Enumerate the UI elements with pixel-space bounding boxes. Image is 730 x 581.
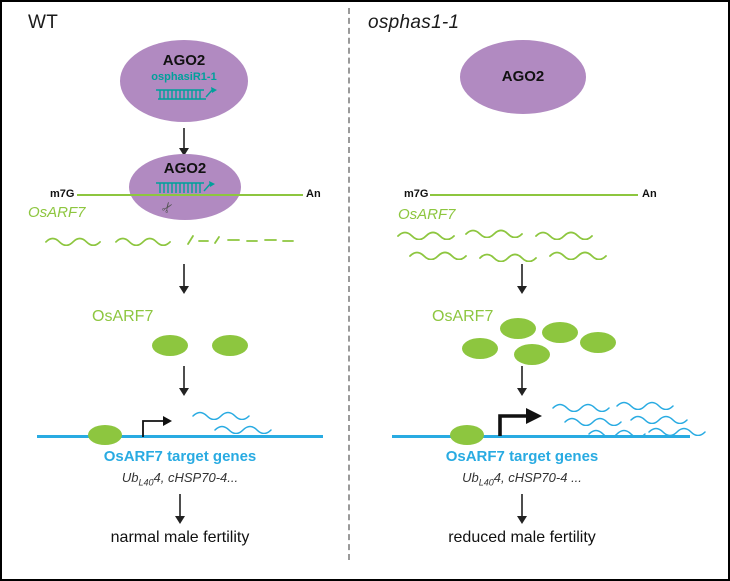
strong-transcription-arrow-icon (498, 408, 542, 436)
osarf7-protein-label: OsARF7 (432, 308, 494, 325)
osarf7-protein-blob (500, 318, 536, 339)
down-arrow-icon (517, 264, 527, 294)
osarf7-protein-label: OsARF7 (92, 308, 154, 325)
ago2-mrna-complex (129, 154, 241, 220)
osarf7-gene-label: OsARF7 (28, 204, 86, 221)
transcript-wave-icon (214, 425, 272, 434)
ago2-sirna-complex (120, 40, 248, 122)
osarf7-protein-blob (462, 338, 498, 359)
ago2-label: AGO2 (501, 68, 545, 85)
transcript-wave-icon (564, 417, 622, 426)
mrna-wave-icon (535, 231, 593, 240)
mrna-fragments-icon (187, 235, 294, 245)
target-genes-title: OsARF7 target genes (103, 448, 257, 465)
mrna-wave-icon (397, 231, 455, 240)
osarf7-bound-blob (450, 425, 484, 445)
osarf7-protein-blob (152, 335, 188, 356)
wt-panel-title: WT (28, 12, 59, 33)
down-arrow-icon (179, 264, 189, 294)
cap-label: m7G (404, 188, 429, 200)
down-arrow-icon (179, 128, 189, 156)
osarf7-gene-label: OsARF7 (398, 206, 456, 223)
target-gene-1: UbL404, (121, 470, 165, 488)
transcript-wave-icon (192, 411, 250, 420)
transcription-arrow-icon (142, 416, 172, 437)
target-gene-2: cHSP70-4... (164, 470, 239, 485)
osarf7-bound-blob (88, 425, 122, 445)
osarf7-mrna-line (430, 194, 638, 196)
mrna-wave-icon (115, 237, 171, 246)
target-gene-2: cHSP70-4 ... (504, 470, 582, 485)
down-arrow-icon (175, 494, 185, 524)
ago2-bound-label: AGO2 (163, 160, 207, 177)
target-gene-promoter-line (392, 435, 690, 438)
transcript-wave-icon (630, 415, 688, 424)
mrna-wave-icon (465, 229, 523, 238)
target-genes-title: OsARF7 target genes (445, 448, 599, 465)
osarf7-protein-blob (580, 332, 616, 353)
mutant-outcome-label: reduced male fertility (448, 529, 596, 546)
target-gene-promoter-line (37, 435, 323, 438)
sirna-duplex-on-mrna-icon (156, 181, 215, 193)
down-arrow-icon (179, 366, 189, 396)
panel-divider (348, 8, 350, 560)
transcript-wave-icon (552, 403, 610, 412)
mrna-wave-icon (409, 251, 467, 260)
target-genes-list: UbL404, cHSP70-4... (70, 470, 290, 488)
mrna-wave-icon (45, 237, 101, 246)
osarf7-mrna-line (77, 194, 303, 196)
polya-label: An (642, 188, 657, 200)
sirna-duplex-icon (156, 87, 217, 100)
polya-label: An (306, 188, 321, 200)
target-gene-1: UbL404, (462, 470, 505, 488)
mutant-panel-title: osphas1-1 (368, 12, 460, 33)
osarf7-protein-blob (542, 322, 578, 343)
target-genes-list: UbL404, cHSP70-4 ... (412, 470, 632, 488)
down-arrow-icon (517, 366, 527, 396)
osphasir1-1-label: osphasiR1-1 (151, 71, 217, 83)
cap-label: m7G (50, 188, 75, 200)
ago2-label: AGO2 (162, 52, 206, 69)
transcript-wave-icon (616, 401, 674, 410)
transcript-wave-icon (648, 427, 706, 436)
wt-outcome-label: narmal male fertility (110, 529, 250, 546)
osarf7-protein-blob (514, 344, 550, 365)
down-arrow-icon (517, 494, 527, 524)
transcript-wave-icon (588, 429, 646, 438)
ago2-empty-complex (460, 40, 586, 114)
osarf7-protein-blob (212, 335, 248, 356)
mrna-wave-icon (479, 253, 537, 262)
mrna-wave-icon (549, 251, 607, 260)
